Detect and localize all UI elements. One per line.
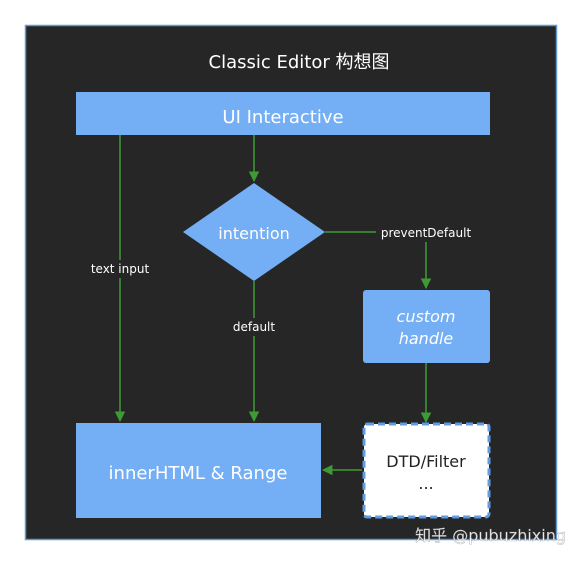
watermark: 知乎 @pubuzhixing (415, 526, 566, 545)
edge-label-text-input: text input (91, 262, 150, 276)
intention-label: intention (218, 224, 290, 243)
dtd-filter-label-line1: DTD/Filter (386, 452, 466, 471)
custom-handle-node (363, 290, 490, 363)
dtd-filter-node (362, 422, 491, 519)
diagram-title: Classic Editor 构想图 (209, 52, 390, 73)
edge-label-bg-default (229, 318, 279, 336)
ui-interactive-node (76, 92, 490, 135)
custom-handle-label-line2: handle (399, 329, 454, 348)
custom-handle-label-line1: custom (397, 307, 456, 326)
innerhtml-range-node (76, 423, 321, 518)
ui-interactive-label: UI Interactive (222, 107, 343, 128)
edge-label-default: default (233, 320, 276, 334)
dtd-filter-label-line2: ... (418, 474, 433, 493)
edge-label-prevent-default: preventDefault (381, 226, 472, 240)
edge-label-bg-prevent-default (376, 224, 476, 242)
edge-label-bg-text-input (86, 260, 154, 278)
innerhtml-range-label: innerHTML & Range (109, 463, 288, 484)
intention-decision-node (183, 183, 325, 281)
